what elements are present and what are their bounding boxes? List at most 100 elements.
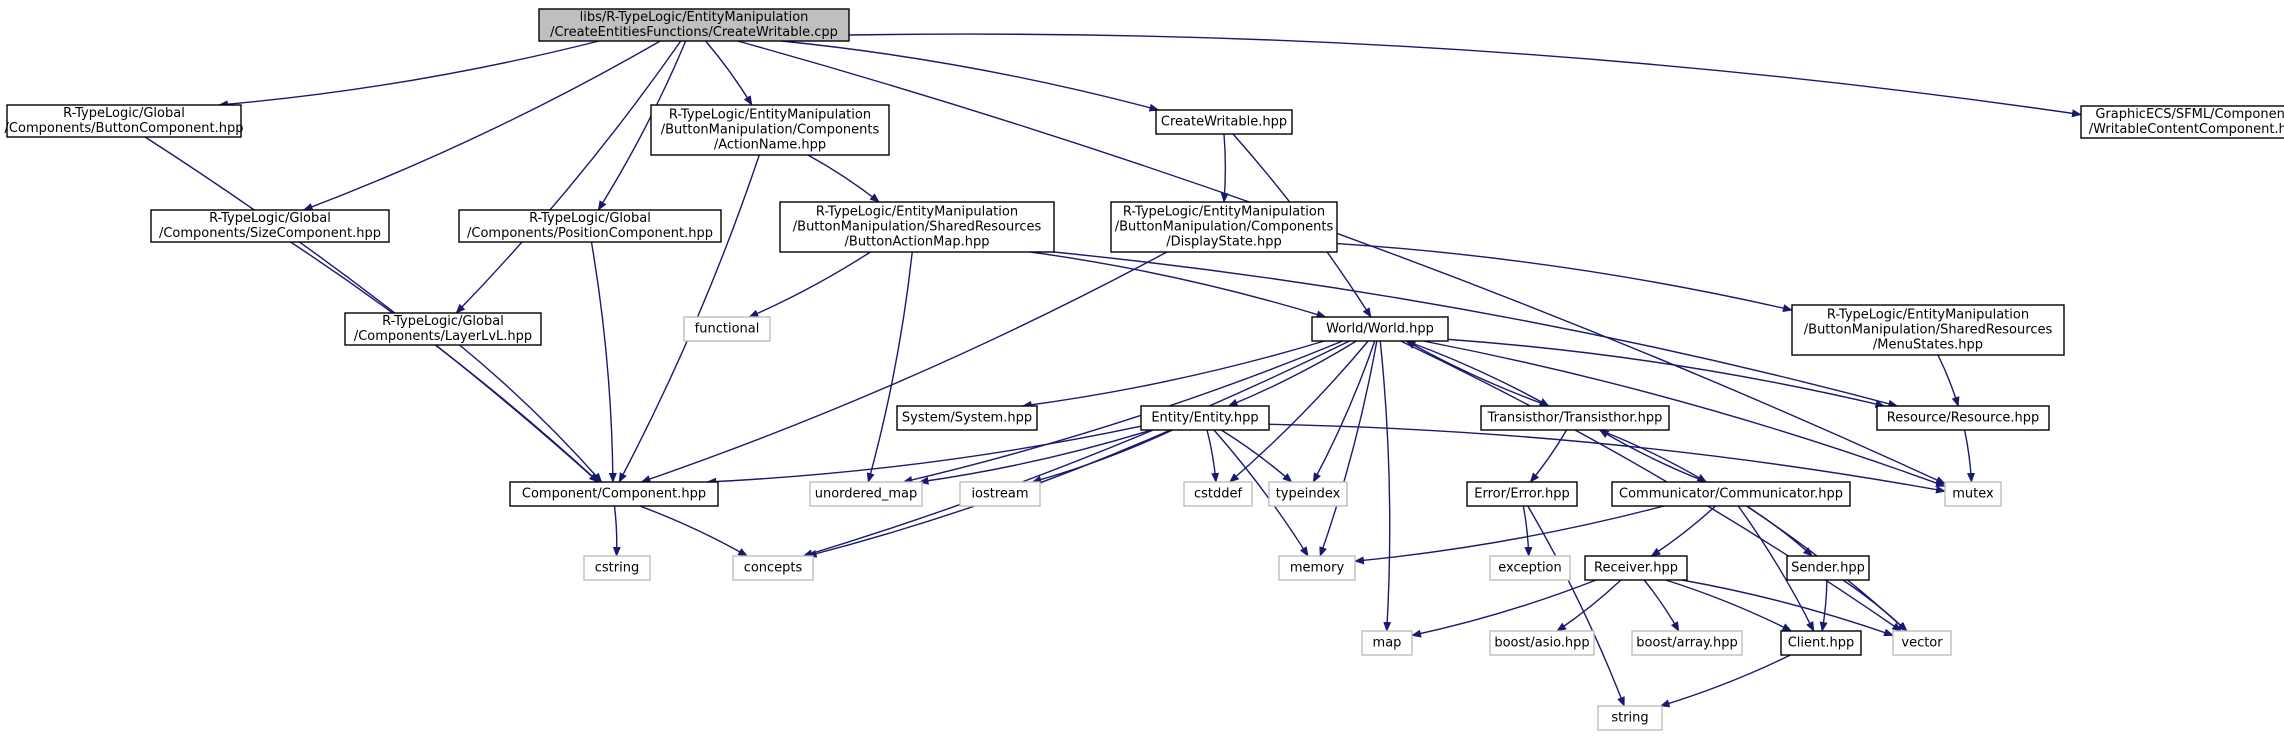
node-box-vector — [1892, 630, 1952, 656]
node-label-btncomp-1: /Components/ButtonComponent.hpp — [5, 121, 244, 136]
edge-menustates-to-resource — [1937, 354, 1960, 407]
node-label-concepts-0: concepts — [744, 561, 803, 576]
node-boostarray: boost/array.hpp — [1631, 630, 1743, 656]
node-box-resource — [1876, 405, 2050, 431]
edge-world-to-entity — [1227, 340, 1357, 407]
node-label-root-1: /CreateEntitiesFunctions/CreateWritable.… — [550, 25, 838, 40]
node-boostasio: boost/asio.hpp — [1489, 630, 1595, 656]
node-box-poscomp — [458, 209, 722, 243]
node-memory: memory — [1278, 555, 1356, 581]
node-label-actionname-2: /ActionName.hpp — [714, 138, 826, 153]
edge-root-to-mutex — [737, 40, 1946, 485]
node-box-functional — [683, 316, 771, 342]
edge-receiver-to-client — [1665, 579, 1793, 632]
edge-root-to-actionname — [705, 40, 753, 106]
node-label-btncomp-0: R-TypeLogic/Global — [63, 106, 185, 121]
edge-layercomp-to-component — [459, 344, 603, 483]
node-label-exception-0: exception — [1498, 561, 1562, 576]
edge-root-to-createwritable — [781, 40, 1160, 112]
edge-actionname-to-buttonactionmap — [807, 154, 880, 203]
node-client[interactable]: Client.hpp — [1780, 630, 1862, 656]
edge-displaystate-to-component — [640, 251, 1168, 483]
node-iostream: iostream — [959, 481, 1041, 507]
node-unordered_map: unordered_map — [809, 481, 923, 507]
node-displaystate[interactable]: R-TypeLogic/EntityManipulation/ButtonMan… — [1110, 201, 1338, 253]
node-btncomp[interactable]: R-TypeLogic/Global/Components/ButtonComp… — [5, 104, 244, 138]
edge-world-to-typeindex — [1312, 340, 1376, 483]
edge-entity-to-mutex — [1268, 423, 1946, 494]
edge-world-to-cstddef — [1229, 340, 1369, 483]
node-transisthor[interactable]: Transisthor/Transisthor.hpp — [1480, 405, 1670, 431]
node-buttonactionmap[interactable]: R-TypeLogic/EntityManipulation/ButtonMan… — [779, 201, 1055, 253]
node-box-map — [1361, 630, 1413, 656]
edge-world-to-system — [1021, 340, 1325, 409]
node-label-functional-0: functional — [695, 322, 760, 337]
nodes-layer: libs/R-TypeLogic/EntityManipulation/Crea… — [5, 8, 2284, 731]
node-box-system — [896, 405, 1038, 431]
edge-poscomp-to-component — [590, 241, 617, 483]
node-system[interactable]: System/System.hpp — [896, 405, 1038, 431]
node-label-layercomp-0: R-TypeLogic/Global — [382, 314, 504, 329]
node-box-root — [538, 8, 850, 42]
node-layercomp[interactable]: R-TypeLogic/Global/Components/LayerLvL.h… — [344, 312, 542, 346]
node-box-buttonactionmap — [779, 201, 1055, 253]
node-label-receiver-0: Receiver.hpp — [1594, 561, 1678, 576]
node-label-resource-0: Resource/Resource.hpp — [1887, 411, 2040, 426]
edge-communicator-to-client — [1737, 505, 1815, 632]
node-label-system-0: System/System.hpp — [902, 411, 1032, 426]
node-box-mutex — [1944, 481, 2002, 507]
node-createwritable[interactable]: CreateWritable.hpp — [1155, 109, 1293, 135]
node-label-transisthor-0: Transisthor/Transisthor.hpp — [1487, 411, 1663, 426]
node-string: string — [1597, 705, 1663, 731]
edge-communicator-to-receiver — [1650, 505, 1717, 557]
node-writablecontent[interactable]: GraphicECS/SFML/Components/WritableConte… — [2080, 105, 2284, 139]
node-label-sizecomp-1: /Components/SizeComponent.hpp — [159, 226, 381, 241]
edge-sender-to-client — [1819, 579, 1828, 632]
node-world[interactable]: World/World.hpp — [1311, 316, 1449, 342]
node-menustates[interactable]: R-TypeLogic/EntityManipulation/ButtonMan… — [1791, 304, 2065, 356]
node-receiver[interactable]: Receiver.hpp — [1584, 555, 1688, 581]
node-actionname[interactable]: R-TypeLogic/EntityManipulation/ButtonMan… — [650, 104, 890, 156]
edge-receiver-to-boostasio — [1556, 579, 1622, 632]
node-label-createwritable-0: CreateWritable.hpp — [1161, 115, 1287, 130]
node-component[interactable]: Component/Component.hpp — [509, 481, 719, 507]
node-label-poscomp-1: /Components/PositionComponent.hpp — [467, 226, 713, 241]
node-label-displaystate-1: /ButtonManipulation/Components — [1115, 220, 1334, 235]
node-label-menustates-1: /ButtonManipulation/SharedResources — [1804, 323, 2053, 338]
edge-buttonactionmap-to-unordered_map — [866, 251, 913, 483]
node-box-string — [1597, 705, 1663, 731]
node-label-buttonactionmap-2: /ButtonActionMap.hpp — [845, 235, 990, 250]
node-box-iostream — [959, 481, 1041, 507]
edge-error-to-exception — [1522, 505, 1533, 557]
node-box-sender — [1786, 555, 1870, 581]
node-sizecomp[interactable]: R-TypeLogic/Global/Components/SizeCompon… — [150, 209, 390, 243]
node-box-boostasio — [1489, 630, 1595, 656]
node-sender[interactable]: Sender.hpp — [1786, 555, 1870, 581]
edge-receiver-to-map — [1411, 579, 1597, 638]
node-label-map-0: map — [1373, 636, 1402, 651]
node-box-displaystate — [1110, 201, 1338, 253]
edge-entity-to-unordered_map — [918, 429, 1152, 485]
node-box-communicator — [1611, 481, 1851, 507]
node-root[interactable]: libs/R-TypeLogic/EntityManipulation/Crea… — [538, 8, 850, 42]
edge-createwritable-to-displaystate — [1220, 133, 1229, 203]
node-entity[interactable]: Entity/Entity.hpp — [1140, 405, 1270, 431]
node-label-layercomp-1: /Components/LayerLvL.hpp — [354, 329, 532, 344]
node-error[interactable]: Error/Error.hpp — [1466, 481, 1578, 507]
node-label-component-0: Component/Component.hpp — [522, 487, 706, 502]
node-box-cstddef — [1183, 481, 1253, 507]
edge-receiver-to-vector — [1681, 579, 1894, 637]
edge-btncomp-to-component — [144, 136, 599, 483]
edge-communicator-to-transisthor — [1598, 429, 1707, 483]
node-label-displaystate-2: /DisplayState.hpp — [1166, 235, 1282, 250]
node-label-buttonactionmap-0: R-TypeLogic/EntityManipulation — [816, 205, 1018, 220]
edge-world-to-transisthor — [1406, 340, 1550, 407]
node-functional: functional — [683, 316, 771, 342]
edge-world-to-memory — [1319, 340, 1378, 557]
node-poscomp[interactable]: R-TypeLogic/Global/Components/PositionCo… — [458, 209, 722, 243]
edge-root-to-sizecomp — [302, 40, 661, 211]
edge-communicator-to-memory — [1354, 505, 1665, 565]
node-label-iostream-0: iostream — [971, 487, 1028, 502]
node-resource[interactable]: Resource/Resource.hpp — [1876, 405, 2050, 431]
node-communicator[interactable]: Communicator/Communicator.hpp — [1611, 481, 1851, 507]
